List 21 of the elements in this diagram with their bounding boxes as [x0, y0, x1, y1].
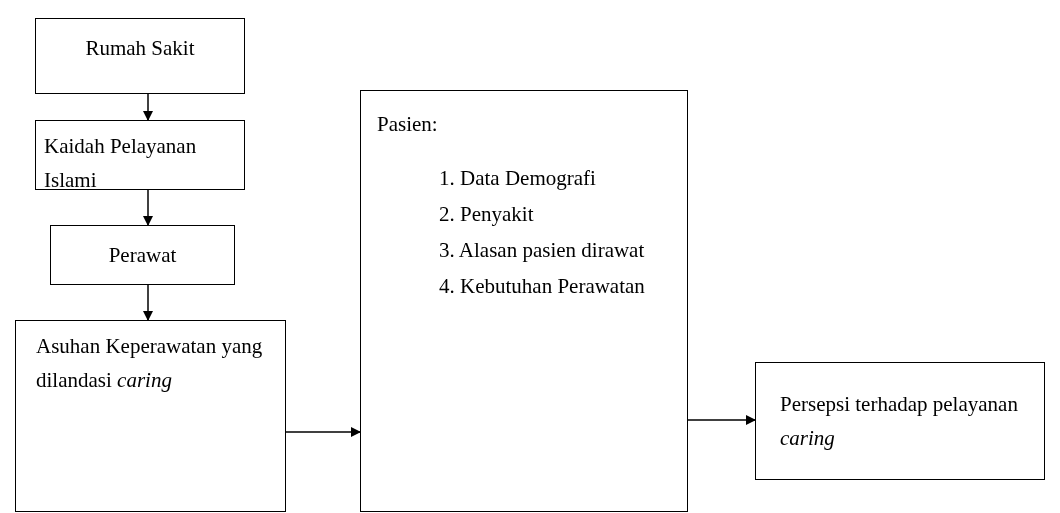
process-box [50, 225, 235, 285]
process-box [755, 362, 1045, 480]
process-box [360, 90, 688, 512]
list-item: 4. Kebutuhan Perawatan [438, 273, 646, 300]
list-item: 2. Penyakit [438, 201, 535, 228]
process-box [15, 320, 286, 512]
arrow [687, 415, 756, 425]
box-label: Pasien: [377, 111, 438, 138]
arrow [143, 93, 153, 121]
box-label: Perawat [108, 242, 177, 269]
arrow [143, 284, 153, 321]
box-label: Asuhan Keperawatan yang dilandasi caring [36, 333, 264, 394]
list-item: 3. Alasan pasien dirawat [438, 237, 646, 264]
list-item: 1. Data Demografi [438, 165, 597, 192]
arrow [285, 427, 361, 437]
box-label: Kaidah Pelayanan Islami [44, 133, 198, 194]
arrow [143, 189, 153, 226]
box-label: Persepsi terhadap pelayanan caring [780, 391, 1019, 452]
box-label: Rumah Sakit [85, 35, 195, 62]
process-box [35, 120, 245, 190]
process-box [35, 18, 245, 94]
